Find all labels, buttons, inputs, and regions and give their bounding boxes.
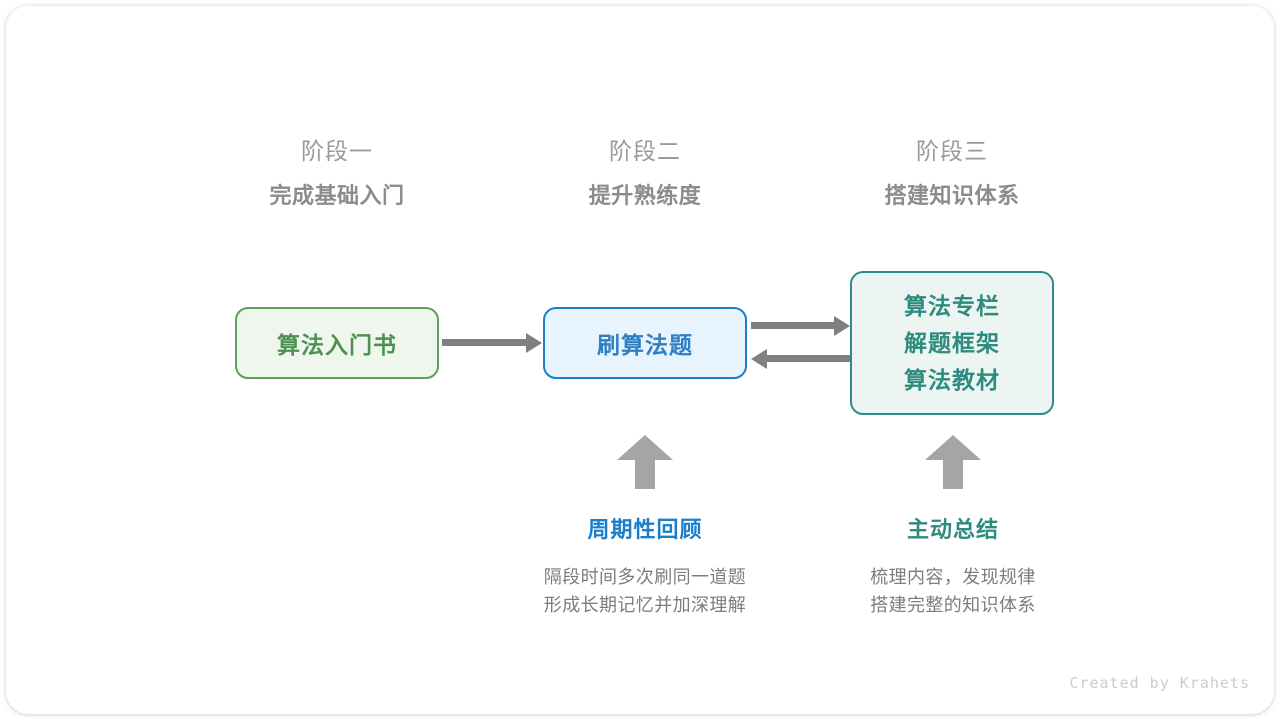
- stage-1-title: 完成基础入门: [269, 183, 405, 208]
- note-active-summary-title: 主动总结: [906, 517, 999, 542]
- flow-box-knowledge-line-2: 解题框架: [904, 329, 1000, 356]
- diagram-canvas: 阶段一 完成基础入门 阶段二 提升熟练度 阶段三 搭建知识体系 算法入门书 刷算…: [6, 6, 1274, 714]
- arrow-left-icon-knowledge-to-practice: [766, 355, 850, 362]
- credit-watermark: Created by Krahets: [1069, 674, 1250, 692]
- flow-box-intro-book-label: 算法入门书: [277, 332, 397, 358]
- arrow-up-icon-review: [617, 435, 673, 489]
- flow-box-practice-problems-label: 刷算法题: [597, 332, 693, 358]
- note-periodic-review-desc-line-2: 形成长期记忆并加深理解: [543, 595, 747, 615]
- arrow-up-head-review: [617, 435, 673, 460]
- arrow-right-icon-book-to-practice: [442, 339, 527, 346]
- flow-box-knowledge-resources: 算法专栏 解题框架 算法教材: [850, 271, 1054, 415]
- stage-header-1: 阶段一 完成基础入门: [207, 134, 467, 213]
- note-active-summary-desc-line-2: 搭建完整的知识体系: [870, 595, 1036, 615]
- stage-2-title: 提升熟练度: [588, 183, 702, 208]
- stage-2-number: 阶段二: [609, 138, 681, 164]
- note-periodic-review-desc-line-1: 隔段时间多次刷同一道题: [543, 567, 747, 587]
- note-periodic-review-desc: 隔段时间多次刷同一道题 形成长期记忆并加深理解: [495, 563, 795, 619]
- stage-header-2: 阶段二 提升熟练度: [515, 134, 775, 213]
- flow-box-knowledge-line-3: 算法教材: [904, 366, 1000, 393]
- flow-box-intro-book: 算法入门书: [235, 307, 439, 379]
- note-periodic-review: 周期性回顾 隔段时间多次刷同一道题 形成长期记忆并加深理解: [495, 515, 795, 619]
- note-periodic-review-title: 周期性回顾: [587, 517, 703, 542]
- flow-box-practice-problems: 刷算法题: [543, 307, 747, 379]
- arrow-up-icon-summary: [925, 435, 981, 489]
- arrow-up-head-summary: [925, 435, 981, 460]
- note-active-summary-desc-line-1: 梳理内容，发现规律: [870, 567, 1036, 587]
- arrow-up-shaft-review: [635, 456, 655, 489]
- arrow-up-shaft-summary: [943, 456, 963, 489]
- stage-3-title: 搭建知识体系: [884, 183, 1020, 208]
- flow-box-knowledge-line-1: 算法专栏: [904, 292, 1000, 319]
- arrow-right-icon-practice-to-knowledge: [751, 322, 835, 329]
- note-active-summary-desc: 梳理内容，发现规律 搭建完整的知识体系: [803, 563, 1103, 619]
- stage-header-3: 阶段三 搭建知识体系: [822, 134, 1082, 213]
- stage-1-number: 阶段一: [301, 138, 373, 164]
- stage-3-number: 阶段三: [916, 138, 988, 164]
- note-active-summary: 主动总结 梳理内容，发现规律 搭建完整的知识体系: [803, 515, 1103, 619]
